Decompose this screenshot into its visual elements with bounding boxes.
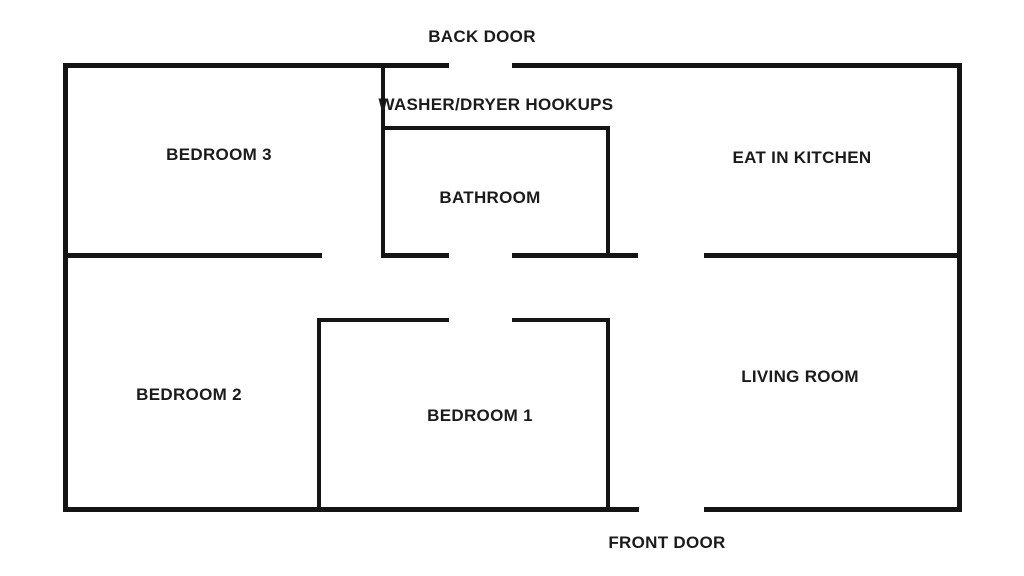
middle-wall-below-bathroom-left (383, 253, 449, 258)
bedroom1-wall-top-left-of-door (317, 318, 449, 322)
bedroom-3-label: BEDROOM 3 (166, 145, 272, 164)
bathroom-wall-top (381, 126, 610, 130)
middle-wall-bedroom3-segment (63, 253, 322, 258)
washer-dryer-label: WASHER/DRYER HOOKUPS (378, 95, 614, 114)
back-door-label: BACK DOOR (428, 27, 536, 46)
bedroom-2-label: BEDROOM 2 (136, 385, 242, 404)
living-room-label: LIVING ROOM (741, 367, 859, 386)
bathroom-label: BATHROOM (439, 188, 541, 207)
outer-wall-top-left-of-back-door (63, 63, 449, 68)
outer-wall-bottom-right-of-front-door (704, 507, 962, 512)
front-door-label: FRONT DOOR (608, 533, 726, 552)
bedroom-1-label: BEDROOM 1 (427, 406, 533, 425)
middle-wall-kitchen-living-segment (704, 253, 962, 258)
outer-wall-top-right-of-back-door (512, 63, 962, 68)
utility-bathroom-wall-left (381, 63, 385, 258)
outer-wall-left (63, 63, 68, 512)
outer-wall-bottom-left-of-front-door (63, 507, 639, 512)
eat-in-kitchen-label: EAT IN KITCHEN (732, 148, 872, 167)
bedroom1-wall-left (317, 318, 321, 512)
bathroom-wall-right (606, 126, 610, 258)
outer-wall-right (957, 63, 962, 512)
bedroom1-wall-right (606, 318, 610, 512)
middle-wall-below-bathroom-right (512, 253, 638, 258)
bedroom1-wall-top-right-of-door (512, 318, 610, 322)
